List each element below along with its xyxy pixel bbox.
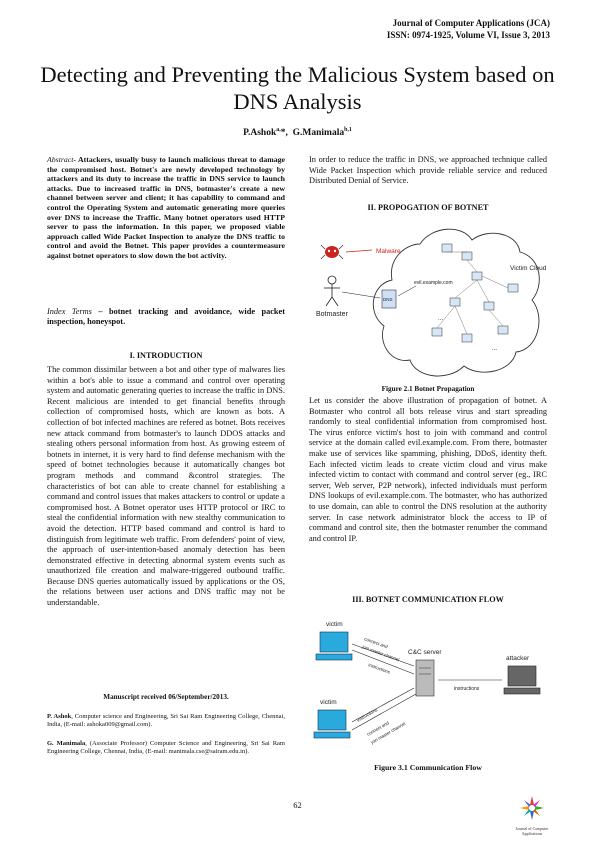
- victim-host: [461, 333, 473, 343]
- abstract-label: Abstract: [47, 155, 74, 164]
- affiliation-2-text: , (Associate Professor) Computer Science…: [47, 740, 285, 756]
- figure-3-1-caption: Figure 3.1 Communication Flow: [374, 763, 482, 772]
- victim-hosts: [431, 243, 519, 343]
- victim-links: [436, 251, 509, 335]
- botmaster-icon: [324, 275, 340, 307]
- victim-host: [449, 297, 461, 307]
- victim-top-computer-icon: [315, 631, 353, 661]
- figure-communication-flow: victim victim C&C server attacker instru…: [313, 621, 541, 745]
- attacker-computer-icon: [503, 665, 541, 695]
- author-2-sup: b,1: [344, 127, 352, 133]
- journal-logo-text: Journal of Computer Applications: [515, 826, 549, 836]
- victim-host: [441, 243, 453, 253]
- journal-header: Journal of Computer Applications (JCA) I…: [387, 17, 550, 41]
- malware-icon: [320, 244, 344, 260]
- figure-botnet-propagation: Victim Cloud Malware Botmaster DNS evil.…: [316, 228, 547, 377]
- author-1-star: *,: [280, 128, 288, 139]
- index-terms-text: – botnet tracking and avoidance, wide pa…: [47, 307, 285, 326]
- instructions-label: instructions: [454, 686, 480, 692]
- manuscript-received: Manuscript received 06/September/2013.: [103, 693, 229, 701]
- attacker-label: attacker: [506, 655, 530, 662]
- intro-text: The common dissimilar between a bot and …: [47, 365, 285, 608]
- index-terms-label: Index Terms: [47, 307, 92, 316]
- svg-text:DNS: DNS: [383, 297, 393, 302]
- section2-heading: II. PROPOGATION OF BOTNET: [367, 203, 489, 212]
- victim-cloud-shape: [372, 228, 540, 377]
- malware-arrow: [345, 249, 373, 253]
- author-2: G.Manimala: [292, 128, 345, 139]
- figure-2-1-caption: Figure 2.1 Botnet Propagation: [381, 385, 475, 393]
- victim-host: [507, 283, 519, 293]
- abstract: Abstract- Attackers, usually busy to lau…: [47, 155, 285, 261]
- victim-top-link: [351, 643, 415, 667]
- intro-heading: I. INTRODUCTION: [129, 351, 203, 360]
- victim-top-link: [351, 649, 415, 675]
- cnc-server-label: C&C server: [408, 649, 442, 656]
- dns-domain-link: [397, 285, 417, 297]
- journal-logo-icon: [520, 796, 544, 820]
- ellipsis-label: ...: [492, 346, 497, 352]
- victim-bottom-label: victim: [320, 699, 337, 706]
- affiliation-1-text: , Computer science and Engineering, Sri …: [47, 713, 286, 729]
- author-1: P.Ashok: [243, 128, 277, 139]
- affiliation-1-name: P. Ashok: [47, 713, 72, 720]
- section2-text: Let us consider the above illustration o…: [309, 396, 547, 543]
- cnc-server-icon: [415, 659, 435, 697]
- index-terms: Index Terms – botnet tracking and avoida…: [47, 307, 285, 327]
- victim-cloud-label: Victim Cloud: [510, 265, 547, 272]
- victim-host: [431, 327, 443, 337]
- section3-heading: III. BOTNET COMMUNICATION FLOW: [352, 595, 504, 604]
- abstract-text: - Attackers, usually busy to launch mali…: [47, 155, 285, 260]
- journal-issn: ISSN: 0974-1925, Volume VI, Issue 3, 201…: [386, 30, 550, 40]
- right-intro-text: In order to reduce the traffic in DNS, w…: [309, 155, 547, 186]
- affiliation-2-name: G. Manimala: [47, 740, 86, 747]
- victim-host: [483, 301, 495, 311]
- page-number: 62: [293, 800, 302, 810]
- victim-bottom-link: [351, 693, 417, 731]
- victim-host: [471, 271, 483, 281]
- botmaster-dns-link: [341, 291, 381, 299]
- victim-bottom-computer-icon: [313, 709, 351, 739]
- paper-title: Detecting and Preventing the Malicious S…: [40, 62, 555, 114]
- affiliation-1: P. Ashok, Computer science and Engineeri…: [47, 713, 285, 730]
- journal-logo: Journal of Computer Applications: [512, 795, 552, 836]
- author-1-sup: a,: [276, 127, 281, 133]
- dns-server-icon: DNS: [381, 289, 397, 309]
- authors: P.Ashoka,*, G.Manimalab,1: [0, 127, 595, 138]
- victim-bottom-link: [351, 687, 415, 723]
- victim-top-label: victim: [326, 621, 343, 628]
- malware-label: Malware: [376, 248, 401, 255]
- victim-host: [461, 251, 473, 261]
- affiliation-2: G. Manimala, (Associate Professor) Compu…: [47, 740, 285, 757]
- domain-label: evil.example.com: [414, 280, 453, 286]
- journal-name: Journal of Computer Applications (JCA): [392, 18, 550, 28]
- ellipsis-label: ...: [438, 316, 443, 322]
- instructions-bottom-label: instructions: [356, 707, 379, 723]
- victim-host: [497, 325, 509, 335]
- botmaster-label: Botmaster: [316, 311, 349, 318]
